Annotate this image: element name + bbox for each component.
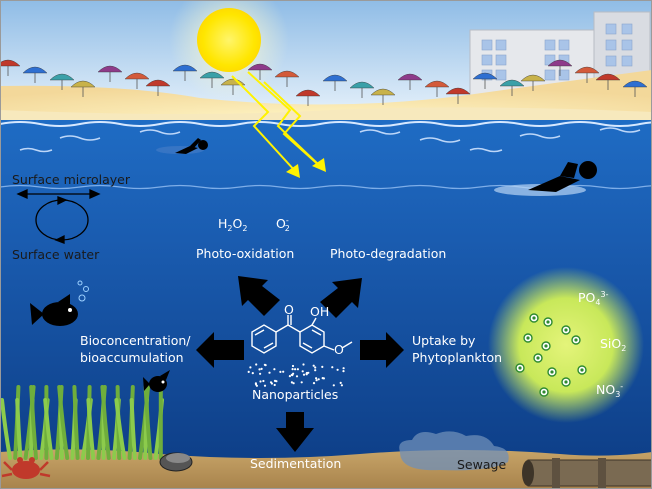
beach-sand-edge — [0, 107, 652, 124]
label-photo-oxidation: Photo-oxidation — [196, 246, 294, 261]
seagrass-icon — [0, 385, 164, 460]
phytoplankton-cell — [543, 317, 553, 327]
beach-umbrella-icon — [547, 59, 573, 76]
fish-icon — [30, 280, 89, 326]
beach-umbrella-icon — [49, 73, 75, 90]
swimmer-icon — [494, 161, 597, 196]
phytoplankton-cell — [515, 363, 525, 373]
phytoplankton-cell — [571, 335, 581, 345]
phytoplankton-cell — [533, 353, 543, 363]
phytoplankton-cell — [577, 365, 587, 375]
label-bioaccumulation: bioaccumulation — [80, 350, 184, 365]
beach-umbrella-icon — [445, 87, 471, 104]
arrow-photo-oxidation — [238, 276, 280, 316]
sewage-pipe-icon — [522, 458, 652, 488]
crab-icon — [1, 457, 51, 479]
species-nitrate: NO3- — [596, 382, 623, 399]
beach-umbrella-icon — [247, 63, 273, 80]
beach-umbrella-icon — [70, 80, 96, 97]
beach-umbrella-icon — [199, 71, 225, 88]
molecule-carbonyl-o: O — [284, 302, 294, 317]
beach-umbrella-icon — [574, 66, 600, 83]
beach-umbrella-icon — [595, 73, 621, 90]
beach-umbrella-icon — [0, 59, 21, 76]
beach-umbrella-icon — [424, 80, 450, 97]
sunlight-rays — [231, 71, 323, 173]
label-phytoplankton: Phytoplankton — [412, 350, 502, 365]
label-uptake-by: Uptake by — [412, 333, 476, 348]
beach-umbrella-icon — [349, 81, 375, 98]
beach-umbrella-icon — [295, 89, 321, 106]
phytoplankton-cell — [561, 377, 571, 387]
beach-umbrella-icon — [499, 79, 525, 96]
beach-umbrella-icon — [124, 72, 150, 89]
benzophenone-molecule-icon — [251, 315, 353, 354]
fish-icon — [143, 370, 170, 392]
label-photo-degradation: Photo-degradation — [330, 246, 446, 261]
molecule-methoxy-o: O — [334, 342, 344, 357]
arrow-sedimentation — [276, 412, 314, 452]
phytoplankton-glow — [488, 267, 644, 423]
phytoplankton-cell — [529, 313, 539, 323]
surface-waves — [0, 121, 652, 127]
beach-umbrella-icon — [97, 65, 123, 82]
phytoplankton-cell — [561, 325, 571, 335]
label-surface-water: Surface water — [12, 247, 100, 262]
microlayer-circulation-icon — [16, 188, 101, 244]
phytoplankton-cell — [541, 341, 551, 351]
beach-umbrella-icon — [22, 66, 48, 83]
label-bioconcentration: Bioconcentration/ — [80, 333, 191, 348]
beach-umbrella-icon — [622, 80, 648, 97]
beach-umbrella-icon — [397, 73, 423, 90]
swimmer-icon — [156, 138, 208, 154]
beach-umbrella-icon — [472, 72, 498, 89]
beach-umbrella-icon — [274, 70, 300, 87]
beach-umbrella-icon — [0, 59, 648, 106]
phytoplankton-cells — [515, 313, 587, 397]
nanoparticle-dots — [247, 363, 345, 387]
sewage-cloud — [399, 431, 509, 471]
species-phosphate: PO43- — [578, 290, 609, 307]
arrow-bioaccumulation — [196, 332, 244, 368]
species-h2o2: H2O2 — [218, 216, 247, 233]
beach-umbrella-icon — [370, 88, 396, 105]
label-nanoparticles: Nanoparticles — [252, 387, 338, 402]
arrow-uptake — [360, 332, 404, 368]
process-arrows — [196, 276, 404, 452]
molecule-hydroxyl: OH — [310, 304, 329, 319]
sun-icon — [197, 8, 261, 72]
species-silicate: SiO2 — [600, 336, 626, 353]
phytoplankton-cell — [547, 367, 557, 377]
beach-umbrella-icon — [322, 74, 348, 91]
label-sedimentation: Sedimentation — [250, 456, 341, 471]
beach-umbrella-icon — [520, 74, 546, 91]
beach-umbrella-icon — [172, 64, 198, 81]
label-surface-microlayer: Surface microlayer — [12, 172, 131, 187]
label-sewage: Sewage — [457, 457, 506, 472]
clam-icon — [159, 452, 193, 472]
phytoplankton-cell — [539, 387, 549, 397]
arrow-photo-degradation — [320, 278, 362, 318]
phytoplankton-cell — [523, 333, 533, 343]
beach-umbrella-icon — [145, 79, 171, 96]
species-superoxide: O-2 — [276, 216, 290, 233]
